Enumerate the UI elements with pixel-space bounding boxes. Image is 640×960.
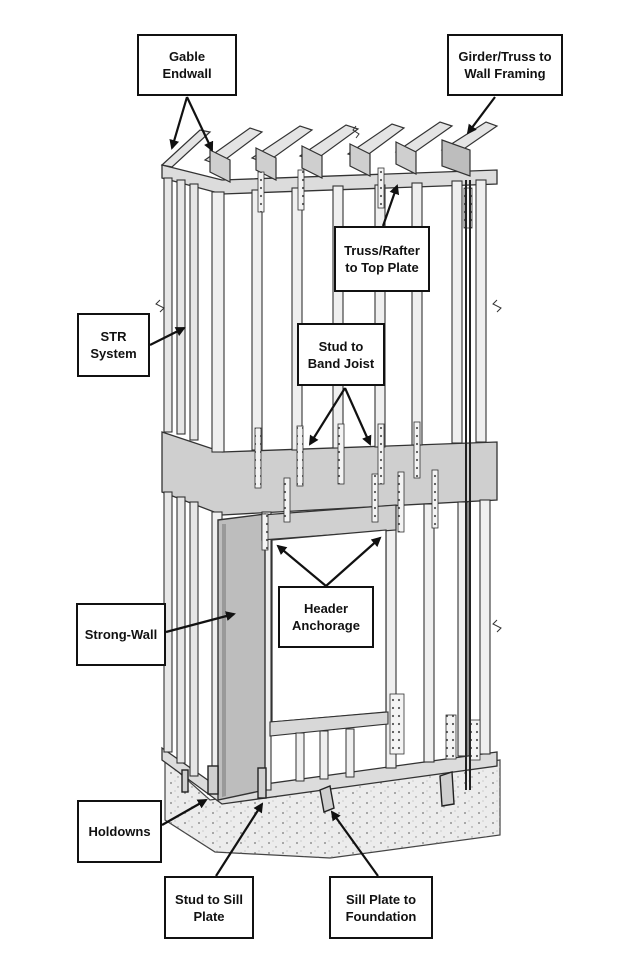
strong-wall-panel: [217, 513, 266, 801]
header-anchorage-arrow-2: [325, 536, 382, 587]
header-anchorage-arrow-1: [276, 544, 327, 587]
callout-gable-endwall: Gable Endwall: [137, 34, 237, 96]
upper-studs: [211, 179, 487, 453]
callout-stud-sill-plate: Stud to Sill Plate: [164, 876, 254, 939]
window-opening: [269, 529, 389, 782]
callout-gable-endwall-text: Gable Endwall: [162, 49, 212, 81]
truss-rafter-arrow: [381, 184, 400, 227]
callout-girder-truss-text: Girder/Truss to Wall Framing: [458, 49, 552, 81]
callout-holdowns-text: Holdowns: [88, 824, 151, 839]
endwall-studs: [163, 177, 199, 777]
callout-stud-band-joist-text: Stud to Band Joist: [307, 338, 375, 371]
callout-holdowns: Holdowns: [77, 800, 162, 863]
str-tie-rod: [465, 180, 471, 790]
callout-str-system: STR System: [77, 313, 150, 377]
gable-endwall-arrow-2: [186, 96, 214, 152]
stud-band-joist-arrow-2: [343, 387, 372, 446]
leader-arrows: [149, 96, 496, 877]
callout-stud-sill-plate-text: Stud to Sill Plate: [175, 891, 243, 924]
gable-endwall-arrow-1: [169, 96, 189, 150]
stud-band-joist-arrow-1: [308, 387, 346, 446]
holdown-anchors: [181, 765, 455, 813]
callout-strong-wall-text: Strong-Wall: [84, 627, 158, 642]
callout-header-anchorage-text: Header Anchorage: [292, 601, 360, 633]
callout-str-system-text: STR System: [90, 329, 137, 361]
strap-connectors: [254, 167, 481, 761]
callout-sill-plate-foundation: Sill Plate to Foundation: [329, 876, 433, 939]
callout-truss-rafter: Truss/Rafter to Top Plate: [334, 226, 430, 292]
callout-girder-truss: Girder/Truss to Wall Framing: [447, 34, 563, 96]
girder-truss-arrow: [466, 96, 496, 135]
callout-stud-band-joist: Stud to Band Joist: [297, 323, 385, 386]
callout-header-anchorage: Header Anchorage: [278, 586, 374, 648]
holdowns-arrow: [161, 799, 208, 826]
str-system-arrow: [149, 327, 186, 346]
callout-sill-plate-foundation-text: Sill Plate to Foundation: [345, 891, 417, 924]
callout-truss-rafter-text: Truss/Rafter to Top Plate: [344, 243, 420, 275]
stud-sill-plate-arrow: [215, 802, 264, 877]
callout-strong-wall: Strong-Wall: [76, 603, 166, 666]
strong-wall-arrow: [165, 611, 236, 634]
sill-plate-foundation-arrow: [330, 810, 379, 877]
